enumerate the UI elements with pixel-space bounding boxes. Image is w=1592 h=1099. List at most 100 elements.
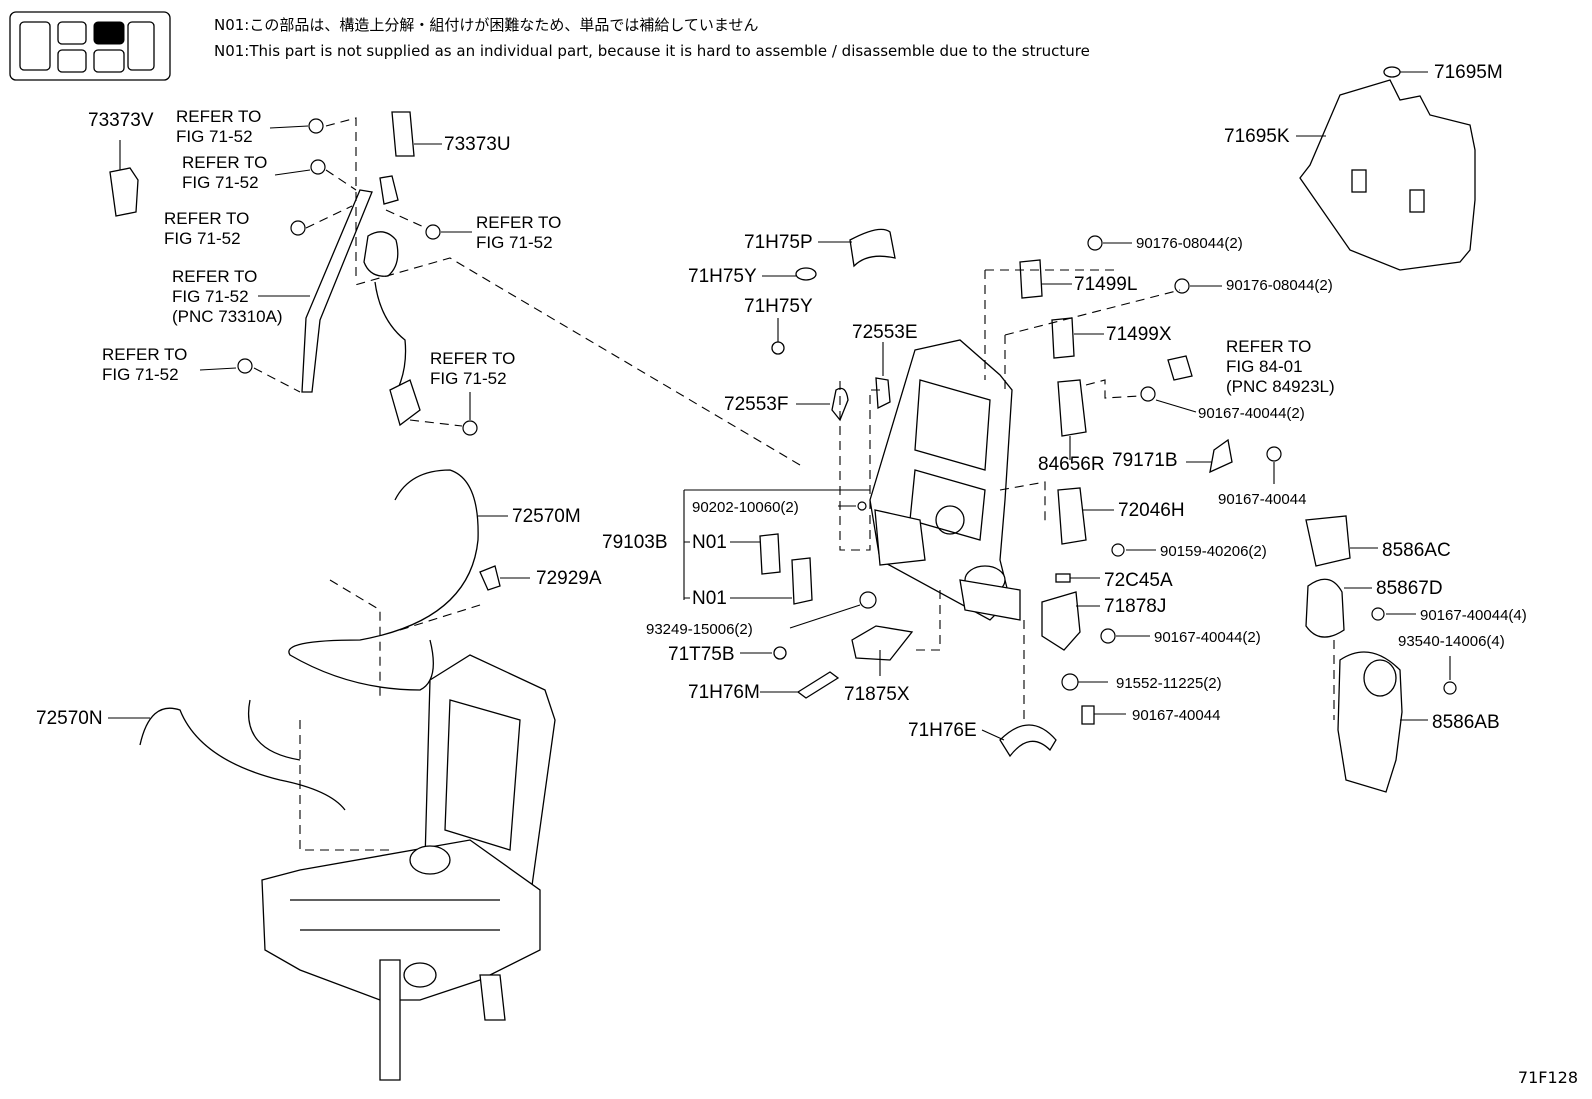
seat-frame-lower: [261, 654, 556, 1081]
label-91552-11225: 91552-11225(2): [1116, 675, 1222, 692]
label-72570M: 72570M: [512, 506, 581, 527]
part-N01-motor: [791, 557, 813, 605]
part-71695K: [1299, 79, 1476, 271]
label-8586AB: 8586AB: [1432, 712, 1500, 733]
center-parts: [354, 228, 1057, 758]
label-90202-10060: 90202-10060(2): [692, 499, 799, 516]
part-72046H: [1057, 487, 1087, 545]
bolt-icon: [1174, 278, 1190, 294]
part-73373U: [391, 111, 415, 157]
label-93540-14006: 93540-14006(4): [1398, 633, 1505, 650]
bolt-icon: [1371, 607, 1385, 621]
label-71T75B: 71T75B: [668, 644, 735, 665]
label-N01: N01: [692, 532, 727, 553]
part-71H76E: [999, 724, 1057, 758]
bolt-icon: [1111, 543, 1125, 557]
part-N01-motor: [759, 533, 781, 575]
refer-fig: FIG 71-52: [102, 365, 179, 384]
part-71499X: [1051, 317, 1075, 359]
label-N01: N01: [692, 588, 727, 609]
label-72553F: 72553F: [724, 394, 788, 415]
part-72570N: [139, 707, 346, 811]
bolt-icon: [859, 591, 877, 609]
part-84656R: [1057, 379, 1087, 437]
label-79103B: 79103B: [602, 532, 668, 553]
label-71H75P: 71H75P: [744, 232, 813, 253]
label-71499L: 71499L: [1074, 274, 1137, 295]
label-90167-40044: 90167-40044: [1218, 491, 1306, 508]
bolt-icon: [1100, 628, 1116, 644]
label-73373V: 73373V: [88, 110, 154, 131]
part-8586AC: [1305, 515, 1351, 567]
refer-fig: FIG 71-52: [476, 233, 553, 252]
bolt-icon: [1140, 386, 1156, 402]
part-71H75P: [849, 228, 896, 268]
part-71499L: [1019, 259, 1043, 299]
part-71875X: [851, 625, 914, 661]
label-71H75Y: 71H75Y: [744, 296, 813, 317]
label-93249-15006: 93249-15006(2): [646, 621, 753, 638]
refer-label: REFER TO: [476, 213, 561, 232]
refer-fig: FIG 71-52: [182, 173, 259, 192]
note-japanese: N01:この部品は、構造上分解・組付けが困難なため、単品では補給していません: [214, 16, 759, 34]
part-72553E: [875, 377, 891, 410]
refer-fig: FIG 71-52: [430, 369, 507, 388]
figure-id: 71F128: [1517, 1068, 1578, 1087]
bolt-icon: [1266, 446, 1282, 462]
part-71878J: [1041, 591, 1081, 651]
part-72929A: [479, 565, 501, 591]
refer-fig: FIG 84-01: [1226, 357, 1303, 376]
nut-icon: [290, 220, 306, 236]
part-72570M: [288, 469, 479, 691]
part-72C45A: [1055, 573, 1071, 583]
label-90176-08044: 90176-08044(2): [1136, 235, 1243, 252]
label-90167-40044: 90167-40044(2): [1154, 629, 1261, 646]
refer-fig: FIG 71-52: [172, 287, 249, 306]
part-71H76M: [796, 671, 840, 699]
bolt-icon: [425, 224, 441, 240]
refer-label: REFER TO: [164, 209, 249, 228]
label-72570N: 72570N: [36, 708, 103, 729]
seat-position-icon: [9, 11, 171, 81]
bolt-icon: [1061, 673, 1079, 691]
bolt-icon: [1443, 681, 1457, 695]
right-parts: [984, 66, 1476, 793]
seatbelt-group: [109, 111, 478, 436]
part-84923L: [1167, 355, 1193, 381]
bolt-icon: [308, 118, 324, 134]
label-8586AC: 8586AC: [1382, 540, 1451, 561]
label-90167-40044: 90167-40044(4): [1420, 607, 1527, 624]
label-90176-08044: 90176-08044(2): [1226, 277, 1333, 294]
part-79171B: [1209, 438, 1233, 474]
part-71H75Y: [795, 267, 817, 281]
refer-fig: FIG 71-52: [164, 229, 241, 248]
part-8586AB: [1337, 651, 1403, 793]
refer-pnc: (PNC 84923L): [1226, 377, 1335, 396]
part-71695M: [1383, 66, 1401, 78]
label-72929A: 72929A: [536, 568, 602, 589]
refer-label: REFER TO: [172, 267, 257, 286]
label-71H75Y: 71H75Y: [688, 266, 757, 287]
note-english: N01:This part is not supplied as an indi…: [214, 42, 1090, 60]
refer-pnc: (PNC 73310A): [172, 307, 283, 326]
label-79171B: 79171B: [1112, 450, 1178, 471]
bolt-icon: [237, 358, 253, 374]
seatback-frame: [869, 339, 1021, 621]
refer-label: REFER TO: [182, 153, 267, 172]
label-71695M: 71695M: [1434, 62, 1503, 83]
bolt-icon: [1087, 235, 1103, 251]
label-72046H: 72046H: [1118, 500, 1185, 521]
part-seat-belt: [301, 189, 373, 393]
label-71H76M: 71H76M: [688, 682, 760, 703]
label-90167-40044: 90167-40044(2): [1198, 405, 1305, 422]
part-71T75B: [773, 646, 787, 660]
label-71499X: 71499X: [1106, 324, 1172, 345]
refer-labels: REFER TO FIG 71-52 REFER TO FIG 71-52 RE…: [102, 107, 1335, 396]
part-retractor: [363, 231, 399, 277]
part-labels: 73373V 73373U 71695M 71695K 71H75P 71H75…: [36, 62, 1527, 741]
label-73373U: 73373U: [444, 134, 511, 155]
refer-label: REFER TO: [102, 345, 187, 364]
part-73373V: [109, 167, 139, 217]
label-85867D: 85867D: [1376, 578, 1443, 599]
